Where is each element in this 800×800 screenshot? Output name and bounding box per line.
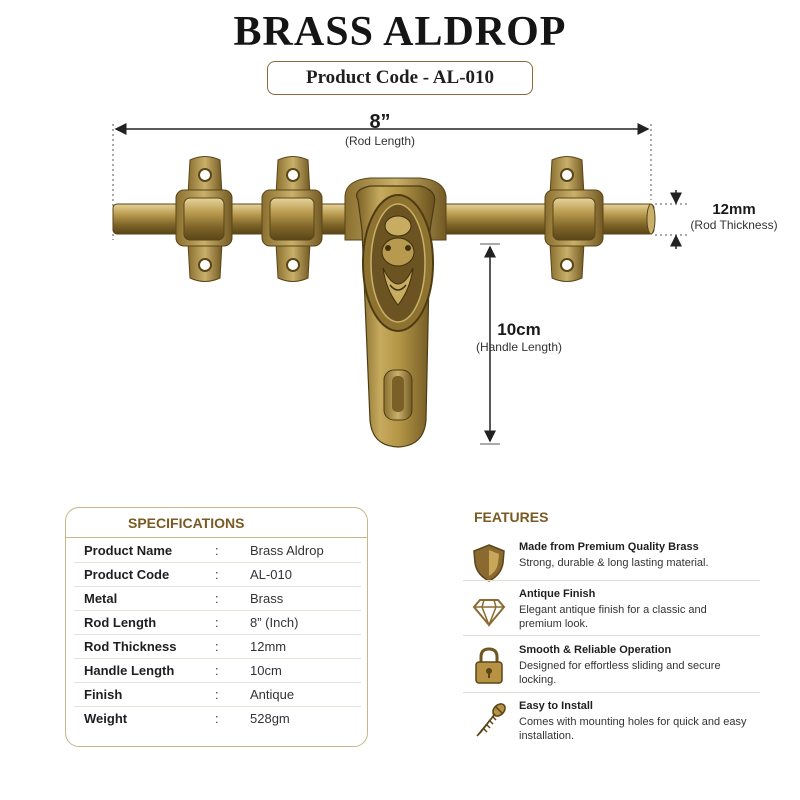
spec-colon: : (215, 567, 219, 582)
spec-value: 8” (Inch) (250, 615, 299, 630)
product-illustration (112, 123, 690, 448)
feature-title: Made from Premium Quality Brass (519, 541, 699, 553)
rod-length-value: 8” (369, 111, 391, 133)
spec-row: Rod Thickness : 12mm (74, 635, 361, 659)
rod-length-dimension: 8” (Rod Length) (340, 111, 420, 148)
features-heading: FEATURES (474, 509, 549, 525)
feature-description: Designed for effortless sliding and secu… (519, 660, 721, 686)
page-title: BRASS ALDROP (233, 9, 567, 55)
feature-item: Easy to Install Comes with mounting hole… (463, 700, 763, 756)
rod-length-label: (Rod Length) (344, 134, 416, 148)
handle-length-value: 10cm (497, 320, 541, 339)
spec-colon: : (215, 639, 219, 654)
spec-row: Finish : Antique (74, 683, 361, 707)
feature-description: Comes with mounting holes for quick and … (519, 716, 747, 742)
feature-item: Antique Finish Elegant antique finish fo… (463, 588, 763, 644)
spec-row: Handle Length : 10cm (74, 659, 361, 683)
spec-value: Antique (250, 687, 295, 702)
spec-colon: : (215, 687, 219, 702)
feature-item: Made from Premium Quality Brass Strong, … (463, 541, 763, 597)
spec-row: Rod Length : 8” (Inch) (74, 611, 361, 635)
screw-icon (476, 703, 506, 737)
mounting-bracket-middle (261, 156, 323, 282)
spec-label: Rod Length (84, 615, 157, 630)
feature-description: Elegant antique finish for a classic and… (519, 604, 707, 630)
rod-thickness-value: 12mm (712, 201, 756, 218)
rod-thickness-dimension: 12mm (Rod Thickness) (684, 201, 784, 232)
spec-label: Rod Thickness (84, 639, 177, 654)
mounting-bracket-right (544, 156, 604, 282)
feature-title: Smooth & Reliable Operation (519, 644, 672, 656)
specifications-card: SPECIFICATIONS Product Name : Brass Aldr… (65, 507, 368, 747)
spec-label: Finish (84, 687, 123, 702)
feature-divider (463, 580, 760, 581)
spec-label: Metal (84, 591, 118, 606)
feature-item: Smooth & Reliable Operation Designed for… (463, 644, 763, 700)
specifications-heading: SPECIFICATIONS (66, 508, 367, 538)
spec-row: Metal : Brass (74, 587, 361, 611)
handle-length-label: (Handle Length) (475, 340, 563, 354)
feature-title: Easy to Install (519, 700, 593, 712)
diamond-icon (472, 599, 506, 628)
shield-icon (473, 544, 505, 582)
spec-value: Brass (250, 591, 284, 606)
handle-length-dimension: 10cm (Handle Length) (466, 320, 572, 354)
feature-divider (463, 692, 760, 693)
spec-colon: : (215, 711, 219, 726)
product-code-badge: Product Code - AL-010 (267, 61, 533, 95)
feature-divider (463, 635, 760, 636)
handle-length-dimension-line (480, 243, 500, 445)
spec-row: Product Code : AL-010 (74, 563, 361, 587)
spec-value: 12mm (250, 639, 287, 654)
aldrop-handle (344, 177, 447, 448)
spec-colon: : (215, 591, 219, 606)
feature-title: Antique Finish (519, 588, 596, 600)
rod-thickness-dimension-line (655, 190, 690, 249)
spec-label: Product Name (84, 543, 173, 558)
spec-row: Weight : 528gm (74, 707, 361, 731)
spec-colon: : (215, 615, 219, 630)
spec-label: Weight (84, 711, 128, 726)
lock-icon (475, 647, 503, 684)
spec-value: 528gm (250, 711, 290, 726)
feature-description: Strong, durable & long lasting material. (519, 557, 709, 569)
spec-value: Brass Aldrop (250, 543, 324, 558)
rod-thickness-label: (Rod Thickness) (690, 218, 778, 232)
spec-label: Product Code (84, 567, 170, 582)
spec-value: AL-010 (250, 567, 292, 582)
mounting-bracket-left (175, 156, 233, 282)
spec-row: Product Name : Brass Aldrop (74, 539, 361, 563)
spec-value: 10cm (250, 663, 282, 678)
spec-colon: : (215, 663, 219, 678)
spec-colon: : (215, 543, 219, 558)
spec-label: Handle Length (84, 663, 175, 678)
